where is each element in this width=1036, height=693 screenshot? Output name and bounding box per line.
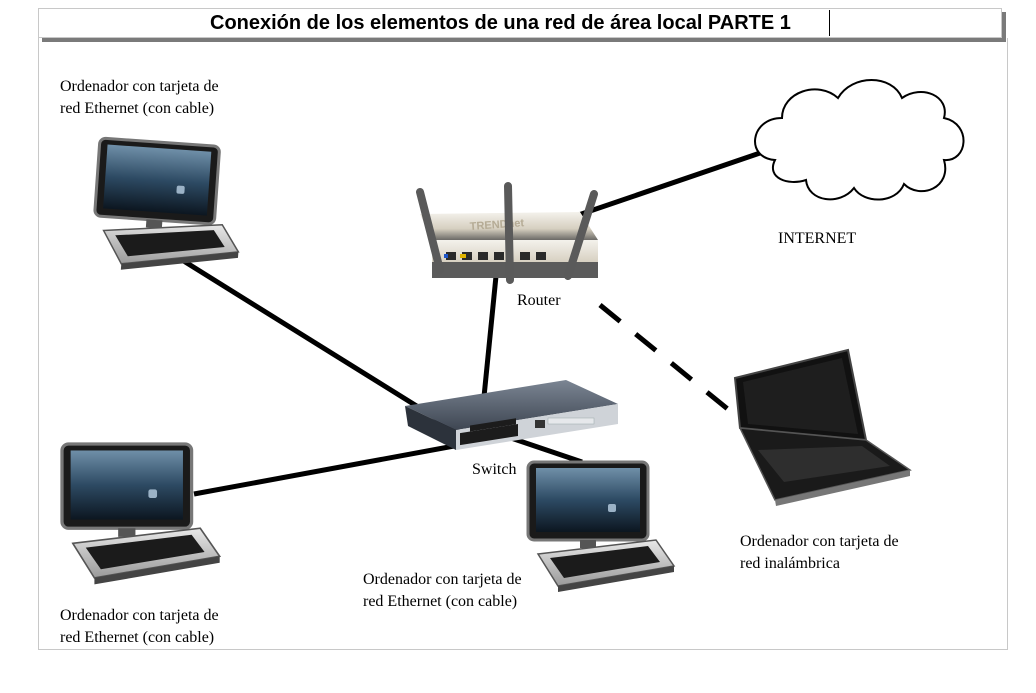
laptop-top-left-icon xyxy=(89,136,248,280)
router-icon: TRENDnet xyxy=(416,182,598,284)
label-internet: INTERNET xyxy=(778,230,857,247)
text-cursor xyxy=(829,10,830,36)
laptop-bottom-left-icon xyxy=(60,442,222,587)
internet-cloud-icon xyxy=(754,79,965,201)
page-title: Conexión de los elementos de una red de … xyxy=(210,12,791,34)
label-pc-bottom-left: Ordenador con tarjeta de red Ethernet (c… xyxy=(60,607,219,646)
cable-pc-bottomleft-switch xyxy=(193,441,466,497)
label-pc-wireless: Ordenador con tarjeta de red inalámbrica xyxy=(740,533,899,572)
laptop-bottom-center-icon xyxy=(526,460,676,594)
wireless-laptop-icon xyxy=(733,348,912,506)
label-switch: Switch xyxy=(472,461,517,478)
label-pc-bottom-center: Ordenador con tarjeta de red Ethernet (c… xyxy=(363,571,522,610)
cable-pc-bottomcenter-switch xyxy=(507,434,583,465)
label-router: Router xyxy=(517,292,561,309)
title-bar xyxy=(38,8,1002,38)
label-pc-top-left: Ordenador con tarjeta de red Ethernet (c… xyxy=(60,78,219,117)
switch-icon xyxy=(405,380,618,450)
cable-router-wireless xyxy=(598,303,737,417)
document-frame xyxy=(38,38,1008,650)
